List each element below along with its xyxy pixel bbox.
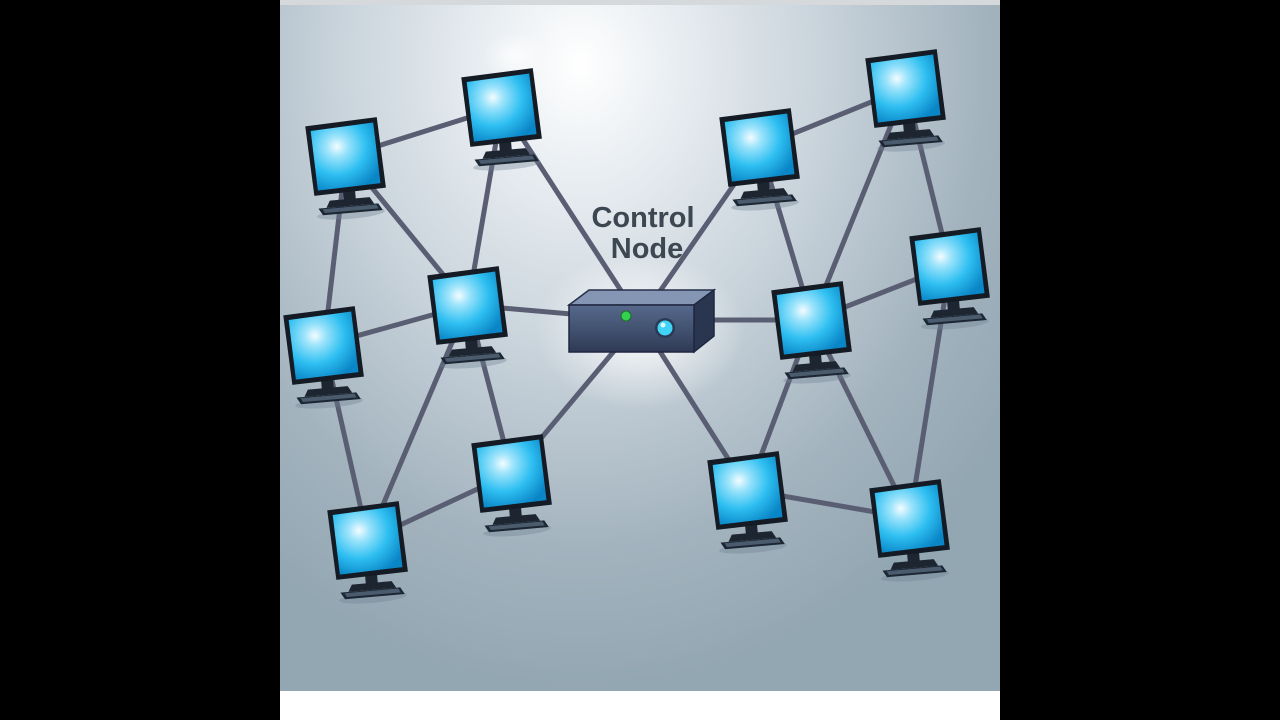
computer-icon <box>909 226 993 333</box>
link <box>365 302 471 543</box>
network-diagram: Control Node <box>283 32 993 607</box>
link <box>907 263 953 521</box>
computer-icon <box>461 67 545 174</box>
computer-icon <box>719 107 803 214</box>
bottom-strip <box>280 691 1000 720</box>
computer-icon <box>327 500 411 607</box>
link <box>809 85 909 323</box>
status-led-icon <box>620 310 632 322</box>
computer-icon <box>707 450 791 557</box>
control-node-label: Control <box>591 202 694 234</box>
computer-icon <box>427 265 511 372</box>
computer-icon <box>305 116 389 223</box>
computer-icon <box>865 48 949 155</box>
highlight-glow <box>482 32 546 80</box>
computer-icon <box>869 478 953 585</box>
diagram-frame: Control Node <box>280 0 1000 720</box>
link <box>499 104 643 323</box>
computer-icon <box>471 433 555 540</box>
top-strip <box>280 0 1000 5</box>
control-node-hub-icon <box>566 288 717 354</box>
control-node-label: Node <box>611 233 684 265</box>
computer-icon <box>771 280 855 387</box>
computer-icon <box>283 305 367 412</box>
